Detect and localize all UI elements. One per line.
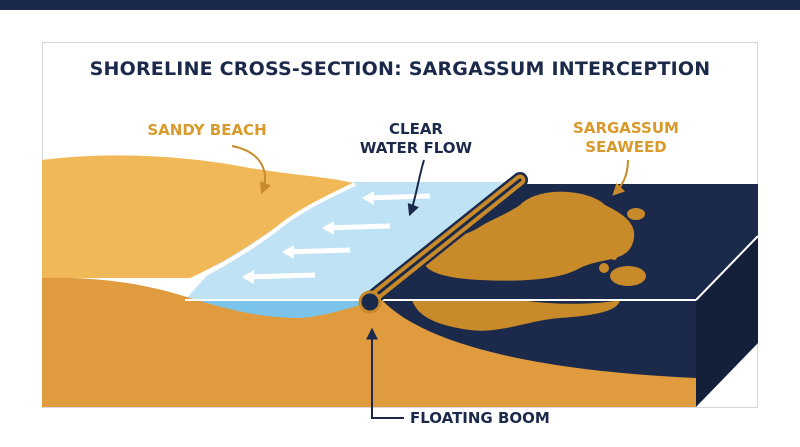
label-clear-water-2: WATER FLOW (360, 139, 473, 157)
beach-pointer (231, 145, 272, 195)
label-floating-boom: FLOATING BOOM (410, 409, 550, 427)
label-sargassum-1: SARGASSUM (573, 119, 679, 137)
sargassum-pointer (612, 159, 629, 196)
top-bar (0, 0, 800, 10)
sandy-beach (42, 155, 696, 407)
waterline-edge (695, 235, 759, 301)
floating-boom (358, 172, 528, 314)
boom-pointer (366, 327, 404, 419)
flow-arrows (242, 191, 431, 284)
label-clear-water-1: CLEAR (389, 120, 443, 138)
sargassum-mass (412, 191, 646, 331)
water-pointer (407, 159, 425, 217)
label-sargassum-2: SEAWEED (585, 138, 666, 156)
label-sandy-beach: SANDY BEACH (147, 121, 266, 139)
diagram-title: SHORELINE CROSS-SECTION: SARGASSUM INTER… (90, 58, 711, 80)
